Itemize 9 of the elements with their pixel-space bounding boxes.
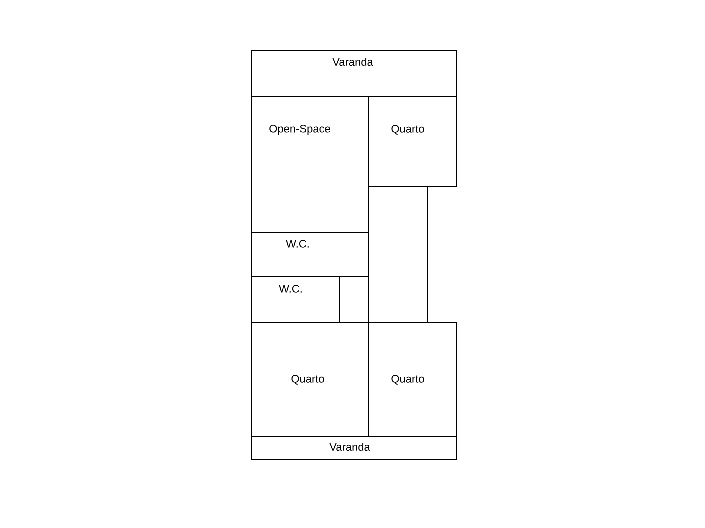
room-box: Quarto [251, 322, 370, 438]
room-box: Varanda [251, 436, 458, 460]
room-box: Quarto [368, 96, 458, 188]
room-box: Quarto [368, 322, 458, 438]
room-box: W.C. [251, 276, 340, 324]
room-box: W.C. [251, 232, 370, 278]
room-box: Varanda [251, 50, 458, 98]
corridor-box [368, 186, 428, 324]
room-box: Open-Space [251, 96, 370, 234]
